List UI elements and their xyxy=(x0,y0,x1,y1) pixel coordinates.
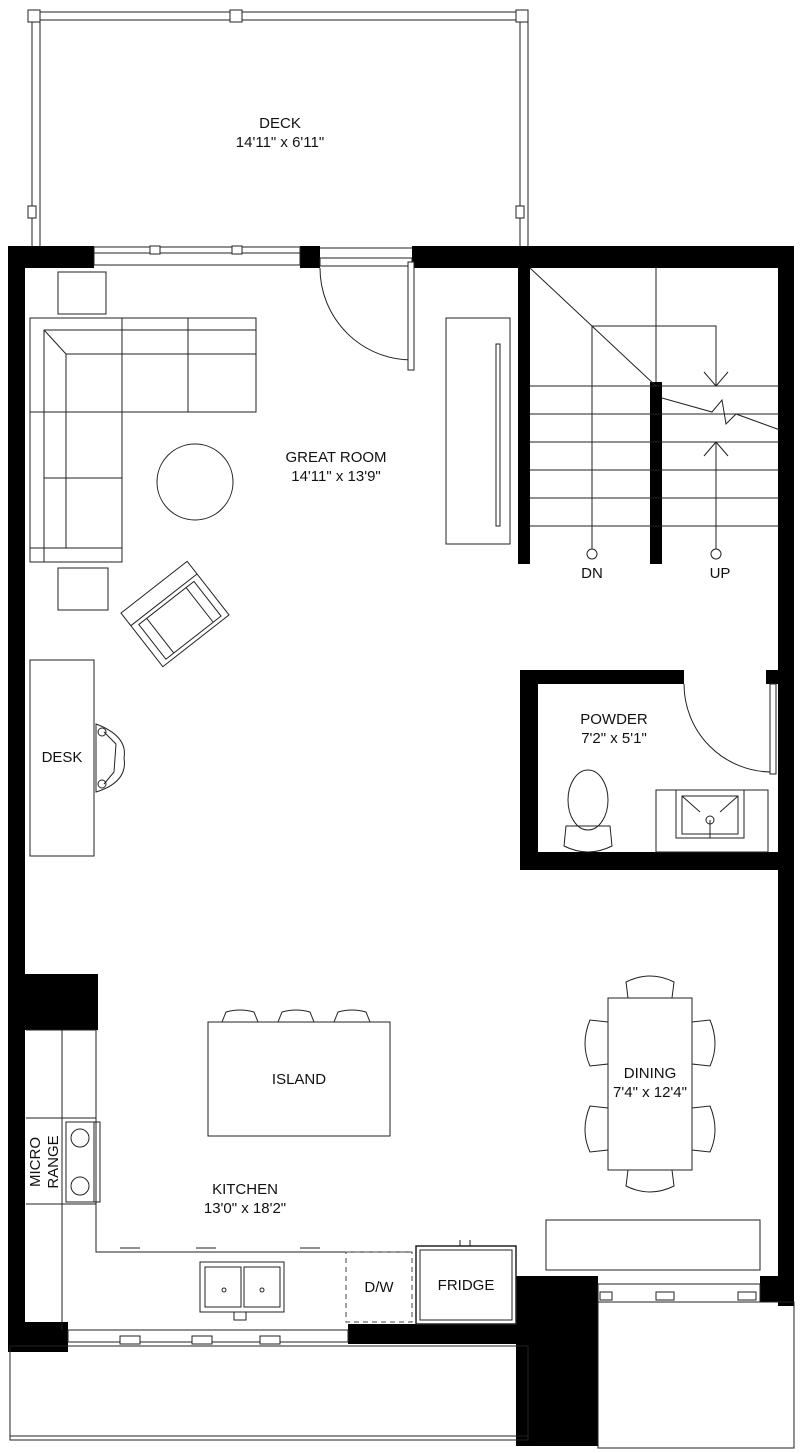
end-table-top xyxy=(57,271,107,315)
patio xyxy=(9,1301,795,1449)
desk-chair xyxy=(95,723,125,793)
powder-door xyxy=(683,683,777,775)
desk xyxy=(29,659,95,857)
powder-dims: 7'2" x 5'1" xyxy=(581,730,647,747)
range xyxy=(65,1121,101,1203)
deck-door xyxy=(319,257,415,371)
fridge-label: FRIDGE xyxy=(438,1277,495,1294)
dining-label: DINING xyxy=(624,1065,677,1082)
fridge xyxy=(415,1240,517,1325)
great-room-dims: 14'11" x 13'9" xyxy=(291,468,381,485)
kitchen-counter xyxy=(26,1029,412,1330)
buffet xyxy=(545,1219,761,1271)
sectional-sofa xyxy=(29,317,257,563)
stairs xyxy=(529,267,781,560)
end-table-bottom xyxy=(57,567,109,611)
micro-label: MICRO xyxy=(27,1137,44,1187)
kitchen-label: KITCHEN xyxy=(212,1181,278,1198)
toilet xyxy=(563,769,613,853)
walls xyxy=(8,246,794,1446)
dining-window xyxy=(597,1283,761,1303)
range-label: RANGE xyxy=(45,1135,62,1188)
great-room-window xyxy=(93,245,301,266)
dining-dims: 7'4" x 12'4" xyxy=(613,1084,687,1101)
vanity xyxy=(655,789,769,853)
kitchen-window xyxy=(67,1329,349,1345)
desk-label: DESK xyxy=(42,749,83,766)
dining-chairs xyxy=(584,975,716,1193)
coffee-table xyxy=(156,443,234,521)
deck-dims: 14'11" x 6'11" xyxy=(236,134,324,151)
stairs-up-label: UP xyxy=(710,565,731,582)
stairs-down-label: DN xyxy=(581,565,603,582)
armchair xyxy=(120,560,230,668)
dishwasher xyxy=(345,1251,413,1323)
kitchen-sink xyxy=(199,1261,285,1321)
deck-label: DECK xyxy=(259,115,301,132)
dishwasher-label: D/W xyxy=(364,1279,394,1296)
tv-console xyxy=(445,317,511,545)
kitchen-dims: 13'0" x 18'2" xyxy=(204,1200,286,1217)
island-label: ISLAND xyxy=(272,1071,326,1088)
powder-label: POWDER xyxy=(580,711,648,728)
great-room-label: GREAT ROOM xyxy=(285,449,386,466)
island-stools xyxy=(221,1009,371,1023)
